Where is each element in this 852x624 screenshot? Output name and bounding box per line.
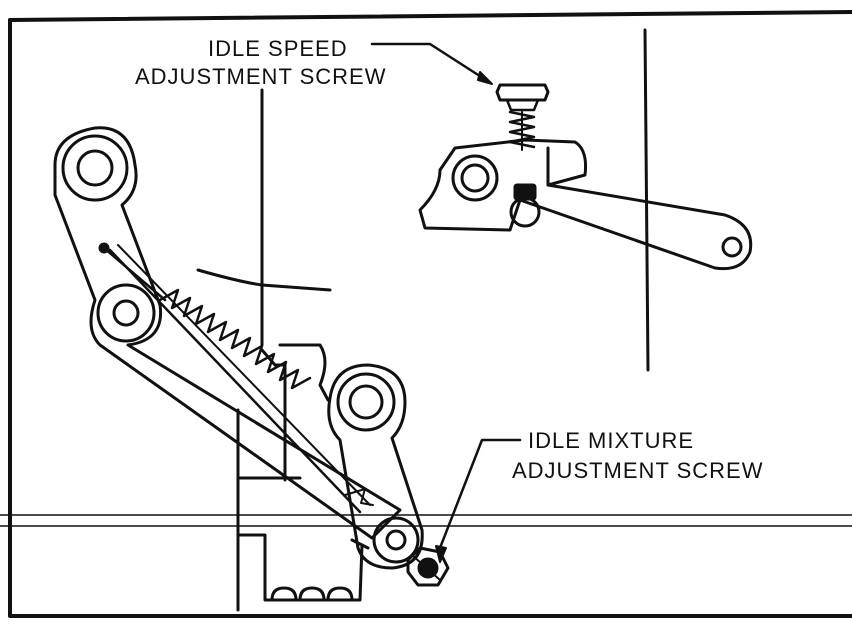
idle-mixture-label-line2: ADJUSTMENT SCREW bbox=[512, 458, 764, 483]
idle-speed-leader bbox=[370, 42, 493, 85]
idle-mixture-screw bbox=[406, 546, 450, 587]
return-spring bbox=[102, 244, 374, 514]
throttle-link-arm bbox=[53, 126, 402, 540]
throttle-lever bbox=[418, 138, 753, 271]
idle-speed-screw bbox=[495, 83, 550, 151]
idle-mixture-label-line1: IDLE MIXTURE bbox=[528, 428, 694, 453]
idle-mixture-leader bbox=[435, 438, 522, 563]
diagram-frame bbox=[8, 10, 852, 618]
horizontal-rule bbox=[0, 514, 852, 527]
idle-speed-label-line2: ADJUSTMENT SCREW bbox=[135, 64, 387, 89]
idle-speed-label-line1: IDLE SPEED bbox=[208, 36, 348, 61]
pump-lever bbox=[327, 363, 424, 570]
carburetor-body bbox=[196, 28, 650, 612]
